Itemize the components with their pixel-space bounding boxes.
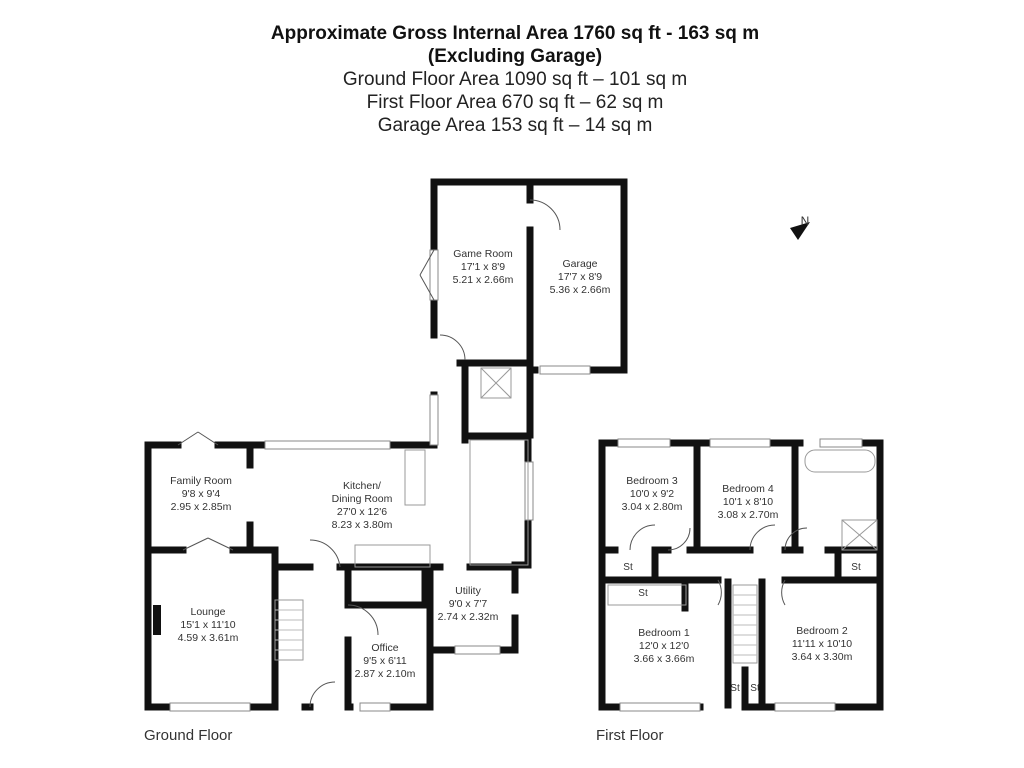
ground-floor-area: Ground Floor Area 1090 sq ft – 101 sq m: [342, 69, 688, 90]
room-lounge: Lounge 15'1 x 11'10 4.59 x 3.61m: [178, 606, 239, 645]
room-metric: 3.08 x 2.70m: [717, 509, 779, 521]
room-metric: 5.21 x 2.66m: [452, 274, 514, 286]
room-metric: 2.87 x 2.10m: [354, 668, 416, 680]
room-imperial: 17'7 x 8'9: [557, 271, 603, 283]
room-office: Office 9'5 x 6'11 2.87 x 2.10m: [355, 642, 416, 681]
room-name: Game Room: [453, 248, 513, 260]
room-name: Garage: [562, 258, 598, 270]
room-imperial: 9'8 x 9'4: [181, 488, 221, 500]
garage-area: Garage Area 153 sq ft – 14 sq m: [377, 115, 653, 136]
room-bedroom-1: Bedroom 1 12'0 x 12'0 3.66 x 3.66m: [634, 627, 695, 666]
room-name: Utility: [455, 585, 481, 597]
storage-label: St: [638, 588, 648, 599]
north-arrow-icon: [790, 222, 810, 240]
room-imperial: 9'0 x 7'7: [448, 598, 488, 610]
room-game-room: Game Room 17'1 x 8'9 5.21 x 2.66m: [453, 248, 514, 287]
room-imperial: 10'1 x 8'10: [722, 496, 774, 508]
room-family-room: Family Room 9'8 x 9'4 2.95 x 2.85m: [170, 475, 232, 514]
room-garage: Garage 17'7 x 8'9 5.36 x 2.66m: [550, 258, 611, 297]
first-floor-area: First Floor Area 670 sq ft – 62 sq m: [366, 92, 664, 113]
gross-area-title: Approximate Gross Internal Area 1760 sq …: [270, 23, 760, 44]
room-metric: 3.04 x 2.80m: [621, 501, 683, 513]
room-name: Family Room: [170, 475, 232, 487]
room-metric: 2.74 x 2.32m: [437, 611, 499, 623]
room-metric: 2.95 x 2.85m: [170, 501, 232, 513]
room-metric: 4.59 x 3.61m: [177, 632, 239, 644]
ground-floor-label: Ground Floor: [144, 727, 233, 744]
room-name: Kitchen/: [343, 480, 381, 492]
room-metric: 8.23 x 3.80m: [331, 519, 393, 531]
room-name: Bedroom 1: [638, 627, 690, 639]
room-name: Bedroom 2: [796, 625, 848, 637]
room-name: Office: [371, 642, 399, 654]
compass-label: N: [800, 214, 810, 228]
room-metric: 5.36 x 2.66m: [549, 284, 611, 296]
room-imperial: 9'5 x 6'11: [363, 655, 407, 667]
room-bedroom-2: Bedroom 2 11'11 x 10'10 3.64 x 3.30m: [792, 625, 853, 664]
room-bedroom-3: Bedroom 3 10'0 x 9'2 3.04 x 2.80m: [622, 475, 683, 514]
room-imperial: 12'0 x 12'0: [638, 640, 690, 652]
room-name: Bedroom 4: [722, 483, 774, 495]
first-floor-label: First Floor: [596, 727, 664, 744]
storage-label: St: [851, 562, 861, 573]
room-imperial: 11'11 x 10'10: [791, 638, 853, 650]
room-kitchen-dining: Kitchen/ Dining Room 27'0 x 12'6 8.23 x …: [332, 480, 393, 532]
room-name: Lounge: [190, 606, 226, 618]
room-name-2: Dining Room: [331, 493, 393, 505]
room-imperial: 27'0 x 12'6: [336, 506, 388, 518]
room-utility: Utility 9'0 x 7'7 2.74 x 2.32m: [438, 585, 499, 624]
storage-label: St: [750, 683, 760, 694]
storage-label: St: [623, 562, 633, 573]
room-imperial: 17'1 x 8'9: [460, 261, 506, 273]
room-metric: 3.66 x 3.66m: [633, 653, 695, 665]
room-imperial: 10'0 x 9'2: [629, 488, 675, 500]
room-imperial: 15'1 x 11'10: [180, 619, 236, 631]
excluding-garage-note: (Excluding Garage): [427, 46, 603, 67]
room-metric: 3.64 x 3.30m: [791, 651, 853, 663]
storage-label: St: [730, 683, 740, 694]
room-bedroom-4: Bedroom 4 10'1 x 8'10 3.08 x 2.70m: [718, 483, 779, 522]
room-name: Bedroom 3: [626, 475, 678, 487]
area-summary: Approximate Gross Internal Area 1760 sq …: [0, 22, 1024, 137]
